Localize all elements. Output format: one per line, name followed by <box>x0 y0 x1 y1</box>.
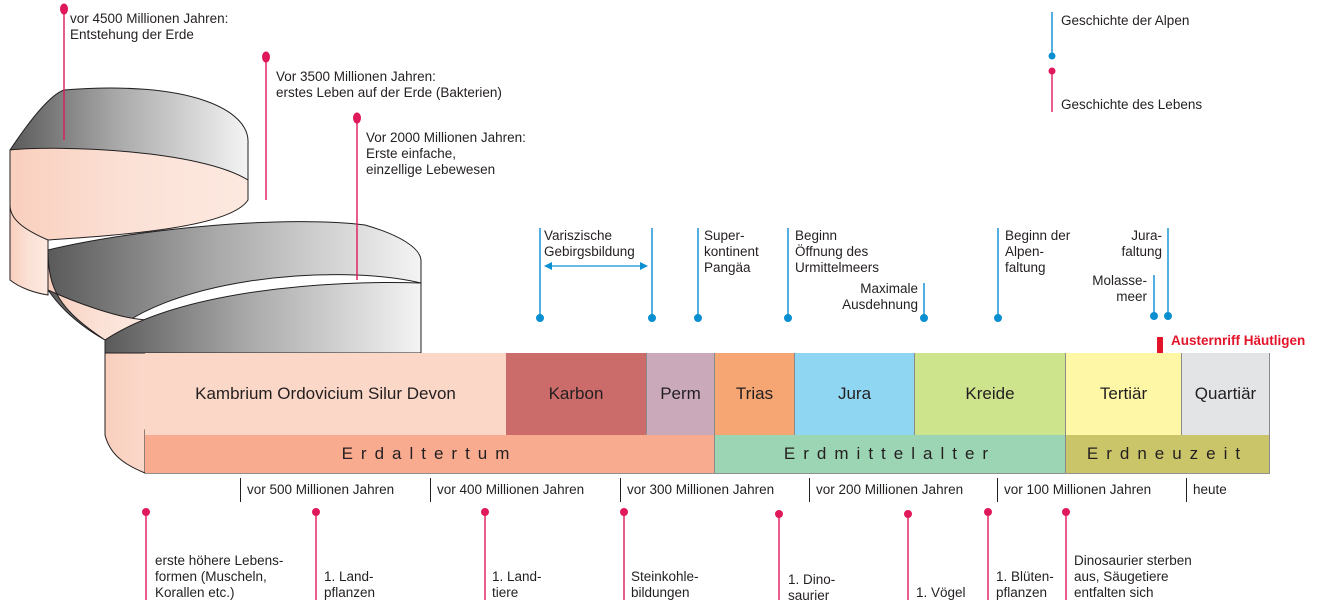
period-karbon: Karbon <box>506 353 647 435</box>
era-label: Erdaltertum <box>341 444 518 463</box>
alps-event-urmittelmeer: Beginn Öffnung des Urmittelmeers <box>795 228 880 275</box>
life-event-coal: Steinkohle- bildungen <box>631 569 699 600</box>
period-jura: Jura <box>795 353 915 435</box>
era-label: Erdneuzeit <box>1086 444 1249 463</box>
period-label: Perm <box>660 384 701 403</box>
tick-500: vor 500 Millionen Jahren <box>240 478 394 502</box>
era-erdmittelalter: Erdmittelalter <box>715 435 1066 473</box>
life-pins <box>142 508 1070 600</box>
alps-event-jurafaltung: Jura- faltung <box>1121 228 1162 259</box>
legend-life-label: Geschichte des Lebens <box>1061 97 1203 112</box>
era-erdneuzeit: Erdneuzeit <box>1066 435 1270 473</box>
period-label: Jura <box>837 384 872 403</box>
life-event-birds: 1. Vögel <box>916 585 966 600</box>
period-paleozoic-early: Kambrium Ordovicium Silur Devon <box>145 353 506 435</box>
period-tertiaer: Tertiär <box>1066 353 1182 435</box>
austernriff-label: Austernriff Häutligen <box>1171 333 1306 348</box>
tick-heute: heute <box>1186 478 1227 502</box>
tick-200: vor 200 Millionen Jahren <box>809 478 963 502</box>
spiral-pins <box>60 3 361 280</box>
period-label: Kambrium Ordovicium Silur Devon <box>195 384 456 403</box>
era-erdaltertum: Erdaltertum <box>145 435 715 473</box>
alps-event-alpenfaltung: Beginn der Alpen- faltung <box>1005 228 1071 275</box>
period-label: Trias <box>735 384 774 403</box>
alps-pins <box>536 228 1172 322</box>
spiral-event-single-cell: Vor 2000 Millionen Jahren: Erste einfach… <box>366 130 526 177</box>
period-quartaer: Quartiär <box>1182 353 1270 435</box>
alps-event-molassemeer: Molasse- meer <box>1092 273 1147 304</box>
tick-300: vor 300 Millionen Jahren <box>620 478 774 502</box>
period-perm: Perm <box>647 353 715 435</box>
legend-marks <box>1048 12 1056 112</box>
spiral-event-first-life: Vor 3500 Millionen Jahren: erstes Leben … <box>276 69 502 100</box>
life-event-land-plants: 1. Land- pflanzen <box>324 569 376 600</box>
period-kreide: Kreide <box>915 353 1066 435</box>
alps-event-maximal: Maximale Ausdehnung <box>842 281 918 312</box>
spiral-event-earth: vor 4500 Millionen Jahren: Entstehung de… <box>70 11 229 42</box>
alps-event-pangaea: Super- kontinent Pangäa <box>704 228 759 275</box>
life-event-mammals: Dinosaurier sterben aus, Säugetiere entf… <box>1074 553 1192 600</box>
period-trias: Trias <box>715 353 795 435</box>
tick-100: vor 100 Millionen Jahren <box>997 478 1151 502</box>
era-label: Erdmittelalter <box>783 444 997 463</box>
life-event-dinosaurs: 1. Dino- saurier <box>788 572 836 603</box>
period-label: Karbon <box>548 384 604 403</box>
life-event-higher-forms: erste höhere Lebens- formen (Muscheln, K… <box>155 553 284 600</box>
legend-alps-label: Geschichte der Alpen <box>1061 13 1190 28</box>
alps-event-variszisch: Variszische Gebirgsbildung <box>544 228 635 259</box>
life-event-flowering-plants: 1. Blüten- pflanzen <box>996 569 1054 600</box>
period-label: Tertiär <box>1099 384 1148 403</box>
period-label: Kreide <box>965 384 1015 403</box>
life-event-land-animals: 1. Land- tiere <box>492 569 542 600</box>
period-label: Quartiär <box>1194 384 1257 403</box>
tick-400: vor 400 Millionen Jahren <box>430 478 584 502</box>
